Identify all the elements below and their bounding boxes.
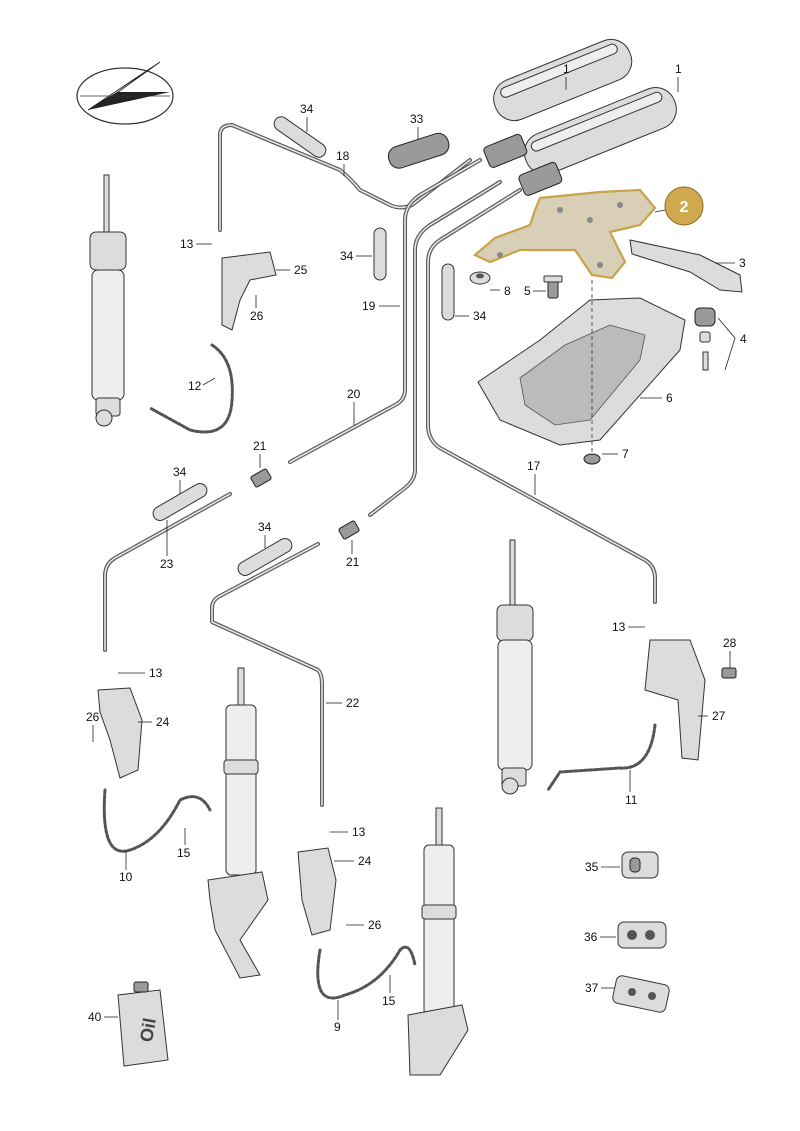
callout-36: 36	[584, 930, 598, 944]
callout-21a: 21	[253, 439, 267, 453]
callout-24b: 24	[358, 854, 372, 868]
pipe-connectors-part-21[interactable]	[250, 468, 360, 540]
callout-25: 25	[294, 263, 308, 277]
callout-15b: 15	[382, 994, 396, 1008]
callout-34c: 34	[473, 309, 487, 323]
callout-23: 23	[160, 557, 174, 571]
clip-part-36[interactable]	[617, 921, 667, 949]
callout-9: 9	[334, 1020, 341, 1034]
front-strut-left[interactable]	[207, 667, 269, 979]
callout-15a: 15	[177, 846, 191, 860]
bracket-part-27[interactable]	[644, 639, 706, 761]
callout-18: 18	[336, 149, 350, 163]
callout-17: 17	[527, 459, 541, 473]
callout-1b: 1	[675, 62, 682, 76]
pipe-network	[103, 123, 657, 807]
callout-5: 5	[524, 284, 531, 298]
callout-34b: 34	[340, 249, 354, 263]
callout-19: 19	[362, 299, 376, 313]
bracket-part-24-right[interactable]	[297, 847, 337, 936]
front-strut-right[interactable]	[407, 807, 469, 1076]
accumulator-pair[interactable]	[483, 33, 683, 196]
callout-20: 20	[347, 387, 361, 401]
callout-7: 7	[622, 447, 629, 461]
callout-37: 37	[585, 981, 599, 995]
bolt-part-5[interactable]	[543, 275, 563, 299]
callout-2-badge[interactable]: 2	[654, 186, 704, 226]
brake-hoses	[102, 343, 657, 1000]
callout-26c: 26	[368, 918, 382, 932]
callout-40: 40	[88, 1010, 102, 1024]
bracket-part-3[interactable]	[629, 239, 743, 293]
callouts: 1 1 3 4 5 6 7 8 9 10 11 12 13 13 13 13 1…	[86, 62, 747, 1034]
callout-35: 35	[585, 860, 599, 874]
callout-26b: 26	[86, 710, 100, 724]
rubber-mount-part-4[interactable]	[694, 307, 716, 371]
callout-6: 6	[666, 391, 673, 405]
clip-part-35[interactable]	[621, 851, 659, 879]
callout-22: 22	[346, 696, 360, 710]
callout-1a: 1	[563, 62, 570, 76]
callout-34d: 34	[173, 465, 187, 479]
rear-shock-left[interactable]	[89, 174, 127, 427]
callout-34a: 34	[300, 102, 314, 116]
oil-can-label: Oil	[136, 1016, 160, 1043]
bracket-part-25[interactable]	[221, 251, 277, 331]
callout-11: 11	[625, 793, 638, 807]
callout-13b: 13	[149, 666, 163, 680]
callout-13a: 13	[180, 237, 194, 251]
callout-13c: 13	[352, 825, 366, 839]
callout-13d: 13	[612, 620, 626, 634]
callout-27: 27	[712, 709, 726, 723]
callout-2: 2	[680, 199, 689, 216]
sleeve-part-33[interactable]	[386, 131, 452, 171]
nut-part-8[interactable]	[469, 271, 491, 285]
callout-8: 8	[504, 284, 511, 298]
callout-26a: 26	[250, 309, 264, 323]
callout-34e: 34	[258, 520, 272, 534]
callout-21b: 21	[346, 555, 360, 569]
sleeves-part-34[interactable]	[151, 114, 455, 578]
orientation-arrow-icon	[76, 61, 174, 125]
callout-4: 4	[740, 332, 747, 346]
callout-33: 33	[410, 112, 424, 126]
callout-12: 12	[188, 379, 202, 393]
cover-plate-part-6[interactable]	[477, 280, 686, 465]
callout-24a: 24	[156, 715, 170, 729]
rear-shock-right[interactable]	[496, 539, 534, 795]
oil-can-part-40[interactable]: Oil	[117, 981, 169, 1067]
bracket-part-24-left[interactable]	[97, 687, 143, 779]
callout-3: 3	[739, 256, 746, 270]
clip-part-37[interactable]	[612, 975, 671, 1014]
mounting-bracket-highlighted[interactable]	[472, 188, 657, 280]
callout-10: 10	[119, 870, 133, 884]
callout-28: 28	[723, 636, 737, 650]
